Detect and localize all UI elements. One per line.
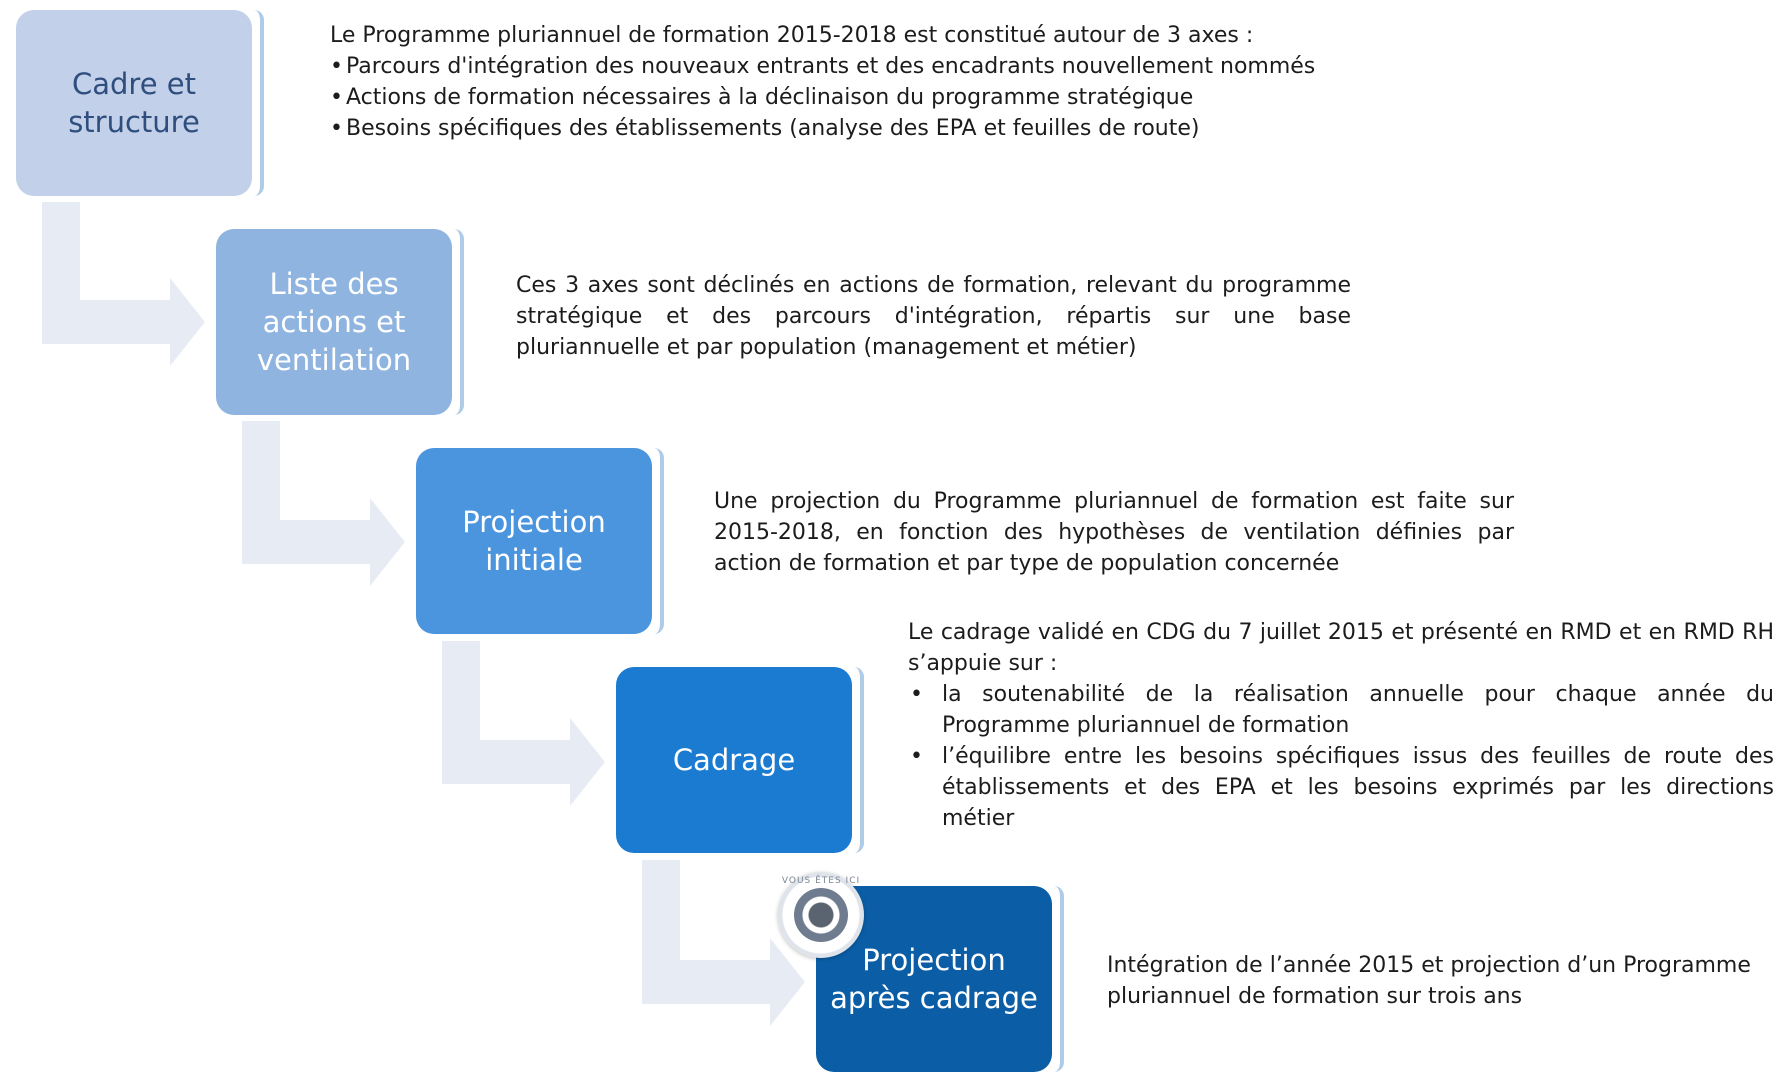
step-bracket-3	[654, 448, 664, 634]
step-cadre-et-structure: Cadre et structure	[16, 10, 252, 196]
description-1-bullet: Actions de formation nécessaires à la dé…	[330, 82, 1330, 113]
description-1-intro: Le Programme pluriannuel de formation 20…	[330, 23, 1254, 48]
description-liste-des-actions: Ces 3 axes sont déclinés en actions de f…	[516, 273, 1351, 360]
connector-arrow-3	[442, 641, 605, 806]
description-1-bullet: Besoins spécifiques des établissements (…	[330, 113, 1330, 144]
step-bracket-2	[454, 229, 464, 415]
description-projection-apres-cadrage: Intégration de l’année 2015 et projectio…	[1107, 953, 1751, 1009]
step-bracket-5	[1054, 886, 1064, 1072]
step-liste-des-actions: Liste des actions et ventilation	[216, 229, 452, 415]
step-bracket-4	[854, 667, 864, 853]
step-projection-apres-cadrage: Projection après cadrage	[816, 886, 1052, 1072]
description-4-bullet: la soutenabilité de la réalisation annue…	[908, 679, 1774, 741]
description-4-bullet: l’équilibre entre les besoins spécifique…	[908, 741, 1774, 834]
connector-arrow-1	[42, 202, 205, 366]
description-1-bullet: Parcours d'intégration des nouveaux entr…	[330, 51, 1330, 82]
step-projection-initiale: Projection initiale	[416, 448, 652, 634]
step-bracket-1	[254, 10, 264, 196]
description-cadrage: Le cadrage validé en CDG du 7 juillet 20…	[908, 617, 1774, 834]
description-4-intro: Le cadrage validé en CDG du 7 juillet 20…	[908, 620, 1774, 676]
connector-arrow-4	[642, 860, 805, 1026]
description-projection-initiale: Une projection du Programme pluriannuel …	[714, 489, 1514, 576]
you-are-here-badge: VOUS ÊTES ICI	[778, 872, 864, 958]
description-cadre-et-structure: Le Programme pluriannuel de formation 20…	[330, 20, 1330, 144]
connector-arrow-2	[242, 421, 405, 586]
step-cadrage: Cadrage	[616, 667, 852, 853]
you-are-here-target-icon	[794, 888, 848, 942]
you-are-here-label: VOUS ÊTES ICI	[781, 876, 861, 886]
